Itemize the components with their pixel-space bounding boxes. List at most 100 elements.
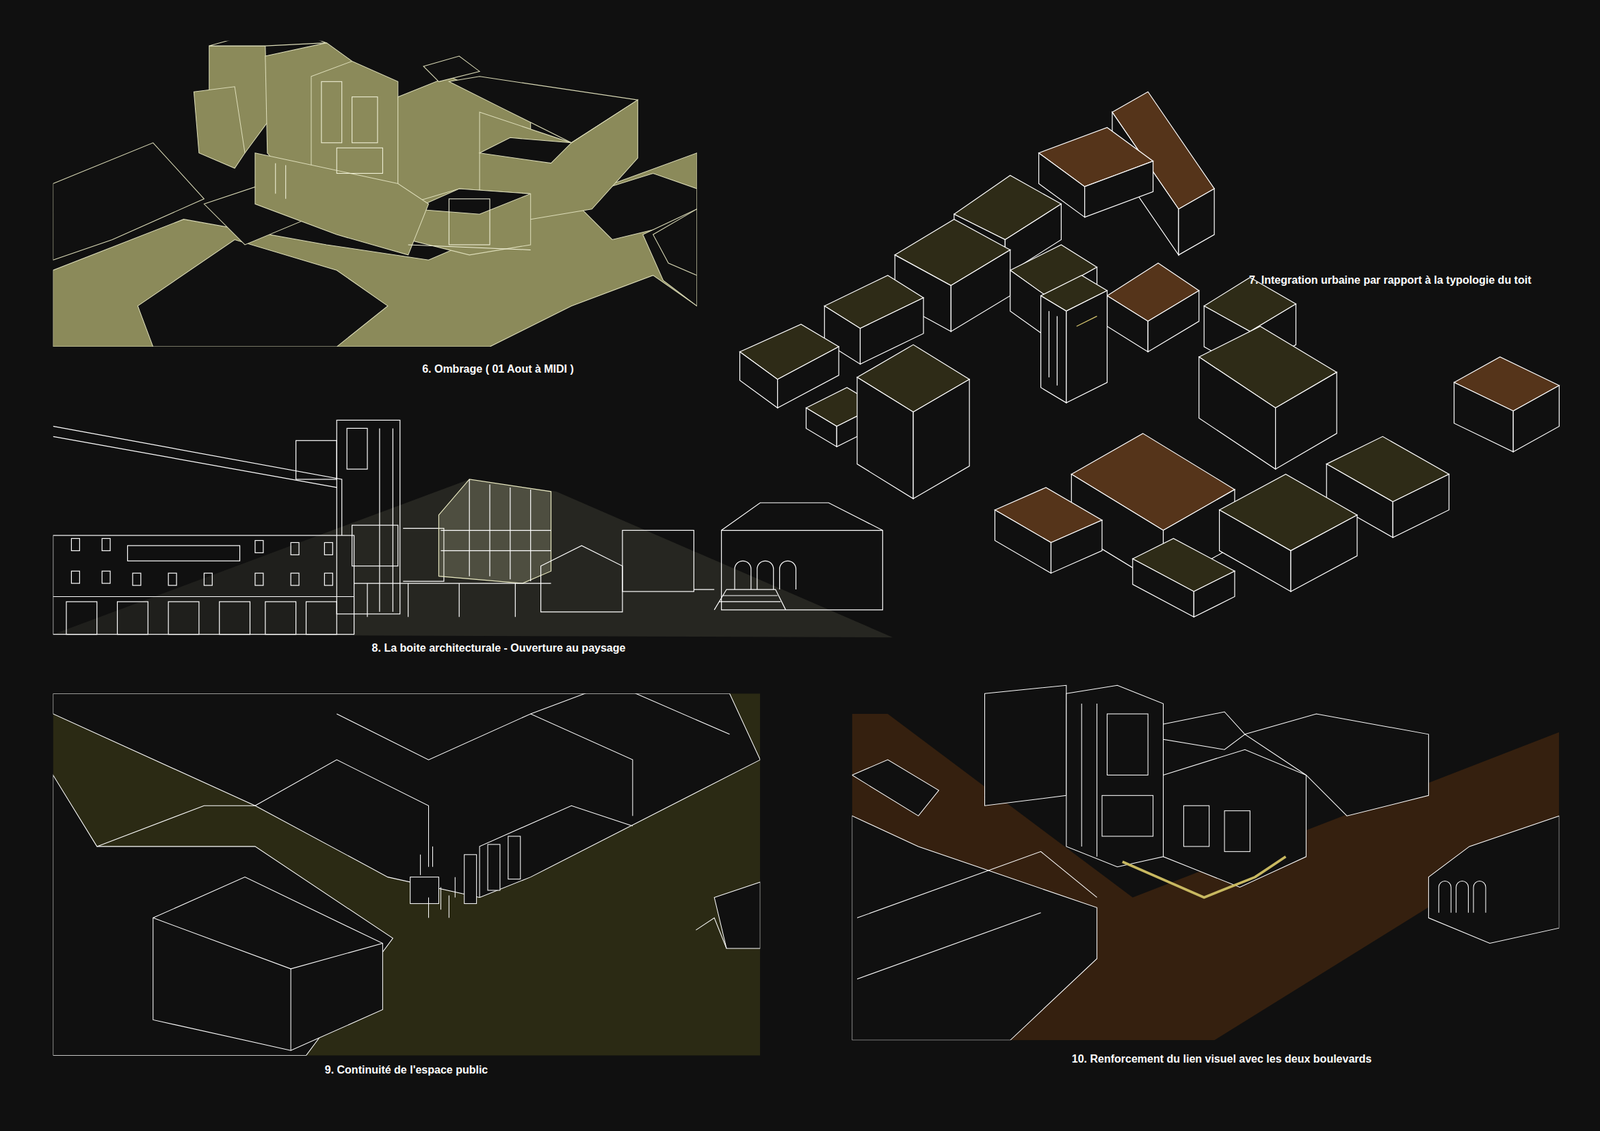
public-space-part-part (420, 855, 421, 876)
elevation-part (346, 428, 368, 470)
public-space-part-part (508, 836, 521, 880)
elevation-part-part (290, 573, 299, 586)
boulevards-part-part (1102, 795, 1154, 837)
shadow-study-part (255, 153, 429, 256)
shadow-study-part (275, 81, 531, 250)
elevation-part (402, 528, 444, 583)
roof-typology-part-part (1050, 520, 1103, 574)
elevation-part (440, 550, 551, 552)
elevation-part (66, 538, 337, 635)
public-space-part (410, 836, 521, 904)
public-space-part (53, 693, 761, 1056)
roof-typology-part-part (1076, 316, 1098, 327)
roof-typology-part-part (739, 352, 778, 409)
elevation-part (721, 530, 884, 531)
panel-caption: 10. Renforcement du lien visuel avec les… (1071, 1052, 1372, 1066)
shadow-study-part-part (274, 163, 276, 195)
elevation-part (541, 545, 623, 613)
elevation-part-part (324, 542, 333, 555)
elevation-part-part (66, 601, 98, 635)
roof-typology-part-part (950, 249, 1011, 332)
roof-typology-part-part (1275, 372, 1338, 470)
elevation-part (336, 420, 400, 614)
roof-typology-part (994, 487, 1103, 574)
shadow-study-part-part (352, 97, 378, 143)
public-space-part (53, 775, 394, 1056)
elevation-part (719, 601, 782, 602)
public-space-part (153, 877, 384, 1052)
roof-typology-part-part (913, 379, 970, 499)
public-space-part-part (428, 897, 429, 918)
elevation-part (458, 583, 460, 618)
boulevards-part (857, 851, 1098, 918)
roof-typology-part-part (1290, 515, 1358, 592)
roof-typology-part-part (1132, 558, 1195, 618)
shadow-study-part (643, 209, 698, 307)
shadow-study-part-part (285, 165, 286, 200)
public-space-part (255, 759, 429, 868)
roof-typology-part (1219, 474, 1358, 593)
elevation-part (352, 525, 399, 567)
boulevards-part (1183, 805, 1250, 852)
public-space-part (695, 917, 727, 949)
boulevards-part (1081, 703, 1153, 858)
panel-caption: 9. Continuité de l'espace public (324, 1063, 489, 1077)
shadow-study-part (479, 137, 572, 163)
shadow-study-part (408, 188, 531, 256)
public-space-part (714, 882, 760, 949)
elevation-part (509, 487, 511, 580)
elevation-part-part (324, 573, 333, 586)
elevation-part-part (265, 601, 297, 635)
elevation-part-part (168, 573, 177, 586)
roof-typology-part-part (994, 510, 1051, 574)
public-space-part-part (487, 844, 501, 891)
elevation-part (721, 502, 884, 611)
roof-typology-part-part (1454, 382, 1514, 452)
public-space (53, 693, 761, 1056)
roof-typology-part (739, 324, 839, 408)
public-space-part (290, 969, 292, 1051)
elevation-part-part (203, 573, 213, 586)
public-space-part (336, 714, 633, 817)
roof-typology-part-part (1147, 290, 1200, 352)
elevation-part (53, 436, 338, 488)
shadow-study-part (137, 239, 388, 347)
boulevards-part (852, 714, 1560, 1041)
elevation-part (734, 560, 797, 590)
roof-typology-part (1454, 357, 1560, 453)
roof-typology-part-part (1056, 316, 1058, 386)
elevation-part-part (71, 538, 80, 551)
public-space-part-part (448, 895, 450, 918)
elevation-part-part (255, 540, 264, 553)
elevation-part (354, 583, 552, 585)
elevation-part-part (101, 538, 111, 551)
roof-typology-part-part (1107, 296, 1149, 353)
roof-typology-part-part (1199, 357, 1276, 470)
shadow-study-part (653, 209, 698, 276)
shadow-study (53, 41, 698, 347)
roof-typology-part (1132, 538, 1235, 618)
elevation-part (53, 535, 355, 635)
elevation (53, 420, 894, 638)
boulevards-part-part (1183, 805, 1209, 847)
boulevards-part (857, 913, 1042, 980)
shadow-study-part-part (321, 81, 343, 143)
elevation-part (515, 583, 516, 618)
roof-typology-part-part (1041, 296, 1067, 404)
elevation-part-part (168, 601, 200, 635)
elevation-part (438, 479, 551, 584)
elevation-part-part (101, 571, 111, 584)
public-space-part (420, 846, 456, 918)
boulevards (852, 685, 1560, 1041)
elevation-part (53, 426, 343, 536)
shadow-study-part-part (336, 147, 383, 174)
elevation-part-part (306, 601, 338, 635)
boulevards-part-part (1224, 811, 1250, 853)
boulevards-part (1163, 712, 1245, 750)
shadow-study-part-part (448, 199, 490, 245)
boulevards-part-part (1107, 714, 1149, 776)
shadow-study-part (423, 56, 480, 82)
public-space-part-part (440, 887, 442, 911)
roof-typology-part-part (1048, 311, 1050, 378)
